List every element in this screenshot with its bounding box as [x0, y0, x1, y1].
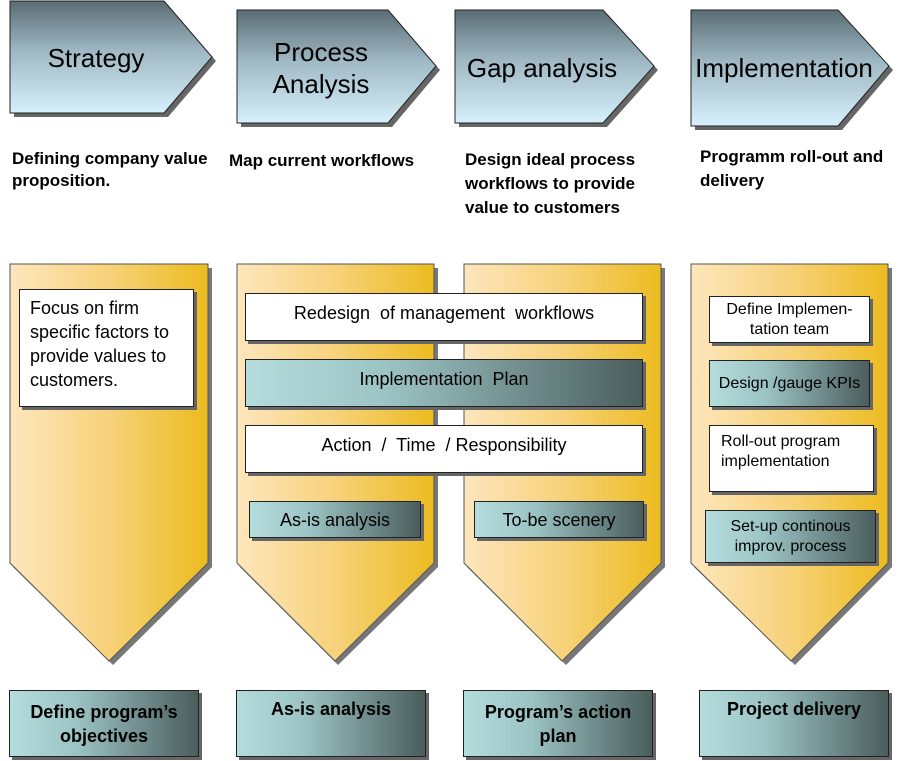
phase-header-arrow [690, 9, 890, 127]
to-be-scenery-box: To-be scenery [474, 501, 644, 538]
redesign-workflows-text: Redesign of management workflows [293, 303, 595, 323]
implementation-step-2: Design /gauge KPIs [709, 360, 870, 407]
action-time-responsibility-box: Action / Time / Responsibility [245, 425, 643, 473]
phase-3-deliverable: Program’s action plan [463, 690, 653, 757]
phase-2-header: Process Analysis [272, 37, 370, 99]
phase-1-deliverable-text: Define program’s objectives [30, 701, 178, 746]
phase-1-header: Strategy [47, 43, 145, 73]
implementation-step-1: Define Implemen-tation team [709, 296, 870, 343]
phase-4-header: Implementation [695, 53, 873, 83]
redesign-workflows-box: Redesign of management workflows [245, 293, 643, 341]
as-is-analysis-box: As-is analysis [249, 501, 421, 538]
phase-2-deliverable-text: As-is analysis [270, 699, 392, 719]
implementation-step-1-text: Define Implemen-tation team [726, 300, 853, 338]
implementation-step-3: Roll-out program implementation [709, 425, 874, 492]
phase-3-description: Design ideal process workflows to provid… [465, 150, 636, 217]
phase-2-deliverable: As-is analysis [236, 690, 426, 757]
implementation-step-3-text: Roll-out program implementation [721, 433, 841, 470]
phase-header-arrow [9, 0, 213, 114]
implementation-plan-text: Implementation Plan [359, 369, 529, 389]
phase-2-description: Map current workflows [229, 151, 415, 170]
implementation-plan-box: Implementation Plan [245, 359, 643, 407]
implementation-step-4: Set-up continous improv. process [705, 510, 876, 563]
phase-header-arrow [236, 9, 437, 124]
phase-3-deliverable-text: Program’s action plan [484, 701, 632, 746]
to-be-scenery-text: To-be scenery [502, 509, 616, 530]
phase-3-header: Gap analysis [466, 53, 618, 83]
implementation-step-4-text: Set-up continous improv. process [730, 517, 851, 555]
phase-4-deliverable-text: Project delivery [726, 699, 862, 719]
as-is-analysis-text: As-is analysis [279, 509, 391, 530]
phase-header-arrow [454, 9, 655, 124]
action-time-responsibility-text: Action / Time / Responsibility [321, 435, 567, 455]
strategy-note: Focus on firm specific factors to provid… [19, 289, 194, 407]
phase-4-deliverable: Project delivery [699, 690, 889, 757]
phase-4-description: Programm roll-out and delivery [700, 147, 884, 190]
phase-1-description: Defining company value proposition. [12, 149, 208, 190]
implementation-step-2-text: Design /gauge KPIs [718, 374, 861, 392]
strategy-note-text: Focus on firm specific factors to provid… [30, 298, 170, 390]
phase-1-deliverable: Define program’s objectives [9, 690, 199, 757]
